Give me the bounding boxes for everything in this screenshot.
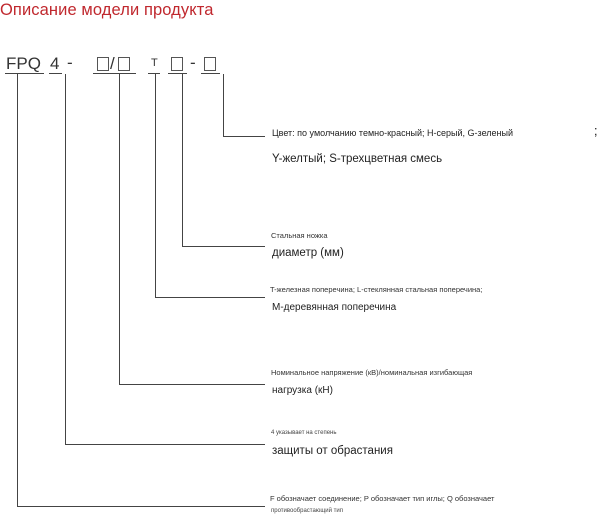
pollution-description-line2: защиты от обрастания <box>272 445 393 457</box>
foot-description-line1: Стальная ножка <box>271 231 328 240</box>
type-description-line1: F обозначает соединение; P обозначает ти… <box>270 494 495 503</box>
color-description-line1: Цвет: по умолчанию темно-красный; H-серы… <box>272 128 513 138</box>
code-dash-2: - <box>190 53 196 72</box>
crossarm-description-line1: T-железная поперечина; L-стеклянная стал… <box>270 285 483 294</box>
pollution-description-line1: 4 указывает на степень <box>271 430 337 436</box>
placeholder-box-foot <box>171 57 183 71</box>
code-fpq: FPQ <box>6 54 41 73</box>
placeholder-box-load <box>118 57 130 71</box>
placeholder-box-voltage <box>97 57 109 71</box>
code-t: T <box>151 57 158 69</box>
code-dash: - <box>67 53 73 72</box>
foot-description-line2: диаметр (мм) <box>272 247 344 259</box>
code-slash: / <box>110 54 115 73</box>
crossarm-description-line2: M-деревянная поперечина <box>272 302 397 313</box>
rating-description-line1: Номинальное напряжение (кВ)/номинальная … <box>271 368 473 377</box>
rating-description-line2: нагрузка (кН) <box>272 385 333 396</box>
page-title: Описание модели продукта <box>0 1 214 19</box>
color-description-semicolon: ; <box>594 124 598 138</box>
type-description-line2: противообрастающий тип <box>271 508 343 514</box>
code-number: 4 <box>50 54 60 73</box>
placeholder-box-color <box>204 57 216 71</box>
color-description-line2: Y-желтый; S-трехцветная смесь <box>272 153 443 165</box>
